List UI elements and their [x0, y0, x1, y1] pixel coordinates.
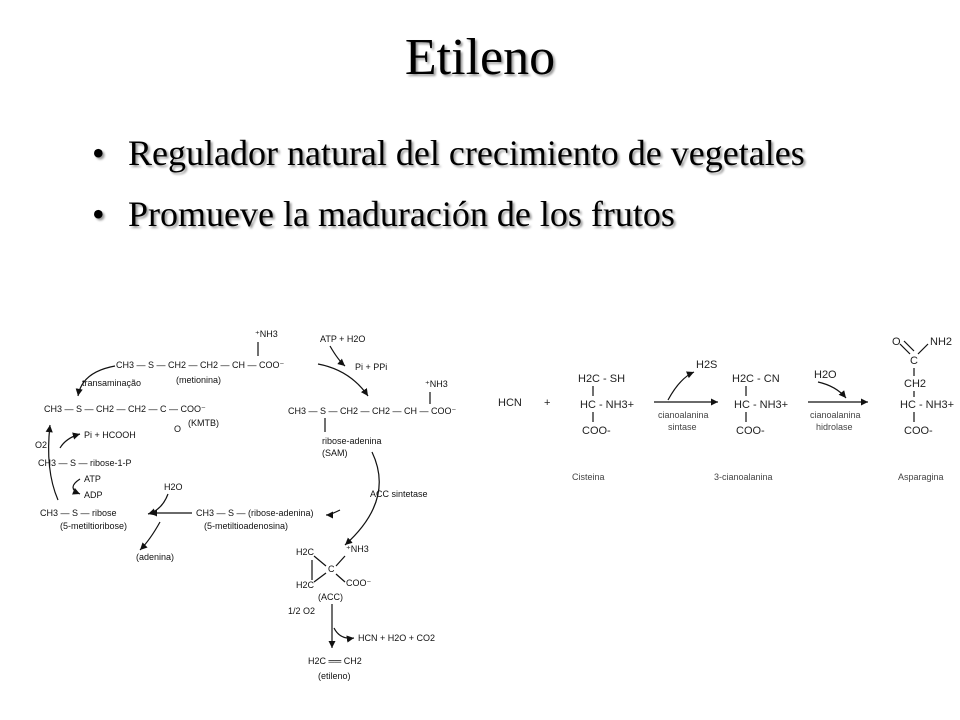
sam-nh3: ⁺NH3: [425, 379, 448, 389]
cycle-arrow: [344, 451, 380, 546]
bullet-item: • Regulador natural del crecimiento de v…: [92, 132, 852, 175]
enzyme2-line2: hidrolase: [816, 422, 853, 432]
kmtb-formula: CH3 — S — CH2 — CH2 — C — COO⁻: [44, 404, 206, 414]
atp-label: ATP: [84, 474, 101, 484]
reaction-arrow: [317, 363, 369, 397]
cysteine-line2: HC - NH3+: [580, 399, 634, 411]
reaction-arrow: [59, 432, 81, 449]
ethylene-name: (etileno): [318, 671, 351, 681]
reaction-arrow: [329, 345, 346, 367]
reaction-arrow: [817, 381, 847, 399]
cyanide-pathway-diagram: HCN + H2C - SH HC - NH3+ COO- Cisteina H…: [498, 336, 954, 482]
bullet-list: • Regulador natural del crecimiento de v…: [92, 132, 852, 254]
bond-line: [917, 343, 929, 355]
bullet-dot: •: [92, 133, 105, 173]
acc-nh3: ⁺NH3: [346, 544, 369, 554]
ribose1p-formula: CH3 — S — ribose-1-P: [38, 458, 132, 468]
bullet-text: Promueve la maduración de los frutos: [128, 194, 675, 234]
yang-cycle-diagram: ⁺NH3 CH3 — S — CH2 — CH2 — CH — COO⁻ (me…: [35, 329, 457, 681]
cysteine-line3: COO-: [582, 425, 611, 437]
acc-synthase-l1: ACC sintetase: [370, 489, 428, 499]
cycle-arrow: [325, 509, 341, 519]
transamination-label: transaminação: [82, 378, 141, 388]
methionine-name: (metionina): [176, 375, 221, 385]
mta-name: (5-metiltioadenosina): [204, 521, 288, 531]
reaction-arrow: [667, 371, 695, 401]
hcn-products-label: HCN + H2O + CO2: [358, 633, 435, 643]
hcn-reactant: HCN: [498, 397, 522, 409]
acc-c: C: [328, 564, 335, 574]
asparagine-c: C: [910, 355, 918, 367]
slide-title: Etileno: [404, 29, 556, 86]
pi-ppi-label: Pi + PPi: [355, 362, 387, 372]
cyanoalanine-line1: H2C - CN: [732, 373, 780, 385]
atp-h2o-label: ATP + H2O: [320, 334, 365, 344]
bond-line: [313, 572, 327, 583]
h2o-label: H2O: [164, 482, 183, 492]
acc-name: (ACC): [318, 592, 343, 602]
o2-label: O2: [35, 440, 47, 450]
ethylene-formula: H2C ══ CH2: [308, 656, 362, 666]
asparagine-line4: COO-: [904, 425, 933, 437]
methionine-formula: CH3 — S — CH2 — CH2 — CH — COO⁻: [116, 360, 285, 370]
cysteine-name: Cisteina: [572, 472, 605, 482]
kmtb-o: O: [174, 424, 181, 434]
cyanoalanine-line3: COO-: [736, 425, 765, 437]
mtr-formula: CH3 — S — ribose: [40, 508, 117, 518]
h2s-label: H2S: [696, 359, 717, 371]
asparagine-o: O: [892, 336, 901, 348]
asparagine-ch2: CH2: [904, 378, 926, 390]
adp-label: ADP: [84, 490, 103, 500]
enzyme1-line1: cianoalanina: [658, 410, 709, 420]
pi-hcooh-label: Pi + HCOOH: [84, 430, 136, 440]
bond-line: [903, 340, 915, 352]
reaction-arrow: [333, 627, 355, 643]
asparagine-name: Asparagina: [898, 472, 944, 482]
reaction-arrow: [147, 493, 169, 516]
sam-formula: CH3 — S — CH2 — CH2 — CH — COO⁻: [288, 406, 457, 416]
mta-formula: CH3 — S — (ribose-adenina): [196, 508, 314, 518]
bond-line: [335, 555, 346, 567]
acc-h2c-bottom: H2C: [296, 580, 315, 590]
sam-name: (SAM): [322, 448, 348, 458]
enzyme1-line2: sintase: [668, 422, 697, 432]
reaction-arrow: [71, 478, 81, 495]
sam-ribose: ribose-adenina: [322, 436, 382, 446]
cyanoalanine-line2: HC - NH3+: [734, 399, 788, 411]
asparagine-nh2: NH2: [930, 336, 952, 348]
bullet-dot: •: [92, 194, 105, 234]
plus-sign: +: [544, 397, 550, 409]
asparagine-line3: HC - NH3+: [900, 399, 954, 411]
enzyme2-line1: cianoalanina: [810, 410, 861, 420]
methionine-nh3: ⁺NH3: [255, 329, 278, 339]
cysteine-line1: H2C - SH: [578, 373, 625, 385]
half-o2-label: 1/2 O2: [288, 606, 315, 616]
reaction-arrow: [139, 521, 161, 551]
mtr-name: (5-metiltioribose): [60, 521, 127, 531]
adenine-label: (adenina): [136, 552, 174, 562]
cycle-arrow: [45, 424, 59, 501]
bullet-item: • Promueve la maduración de los frutos: [92, 193, 852, 236]
h2o-label: H2O: [814, 369, 837, 381]
acc-h2c-top: H2C: [296, 547, 315, 557]
bond-line: [899, 343, 911, 355]
transamination-arrow: [75, 365, 116, 397]
bullet-text: Regulador natural del crecimiento de veg…: [128, 133, 805, 173]
acc-coo: COO⁻: [346, 578, 372, 588]
bond-line: [335, 573, 346, 583]
cyanoalanine-name: 3-cianoalanina: [714, 472, 773, 482]
kmtb-name: (KMTB): [188, 418, 219, 428]
bond-line: [313, 555, 327, 567]
